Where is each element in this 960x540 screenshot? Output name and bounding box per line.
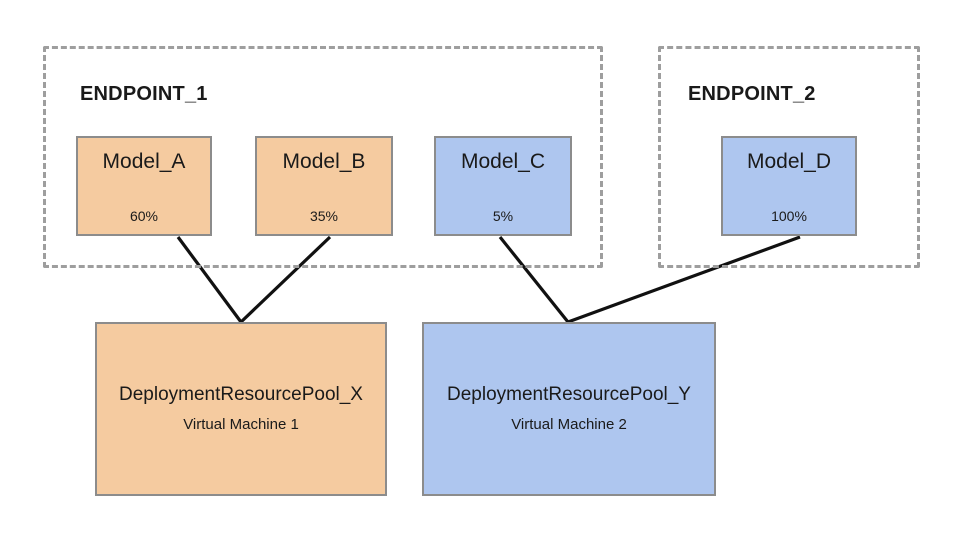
model-d-name: Model_D xyxy=(746,150,832,173)
model-b-name: Model_B xyxy=(282,150,366,173)
endpoint-1-title: ENDPOINT_1 xyxy=(80,83,208,105)
model-a-name: Model_A xyxy=(102,150,186,173)
resource-pool-box-y[interactable]: DeploymentResourcePool_Y Virtual Machine… xyxy=(422,322,716,496)
resource-pool-box-x[interactable]: DeploymentResourcePool_X Virtual Machine… xyxy=(95,322,387,496)
pool-y-machine: Virtual Machine 2 xyxy=(511,416,627,434)
model-d-traffic-split: 100% xyxy=(771,208,807,224)
model-a-traffic-split: 60% xyxy=(129,208,159,224)
pool-x-machine: Virtual Machine 1 xyxy=(183,416,299,434)
endpoint-2-title: ENDPOINT_2 xyxy=(688,83,816,105)
model-c-traffic-split: 5% xyxy=(492,208,514,224)
model-box-model-b[interactable]: Model_B 35% xyxy=(255,136,393,236)
pool-y-name: DeploymentResourcePool_Y xyxy=(447,383,691,405)
model-b-traffic-split: 35% xyxy=(309,208,339,224)
endpoint-group-2[interactable] xyxy=(658,46,920,268)
model-box-model-c[interactable]: Model_C 5% xyxy=(434,136,572,236)
pool-x-name: DeploymentResourcePool_X xyxy=(119,383,363,405)
endpoint-group-1[interactable] xyxy=(43,46,603,268)
model-box-model-d[interactable]: Model_D 100% xyxy=(721,136,857,236)
model-c-name: Model_C xyxy=(460,150,546,173)
model-box-model-a[interactable]: Model_A 60% xyxy=(76,136,212,236)
